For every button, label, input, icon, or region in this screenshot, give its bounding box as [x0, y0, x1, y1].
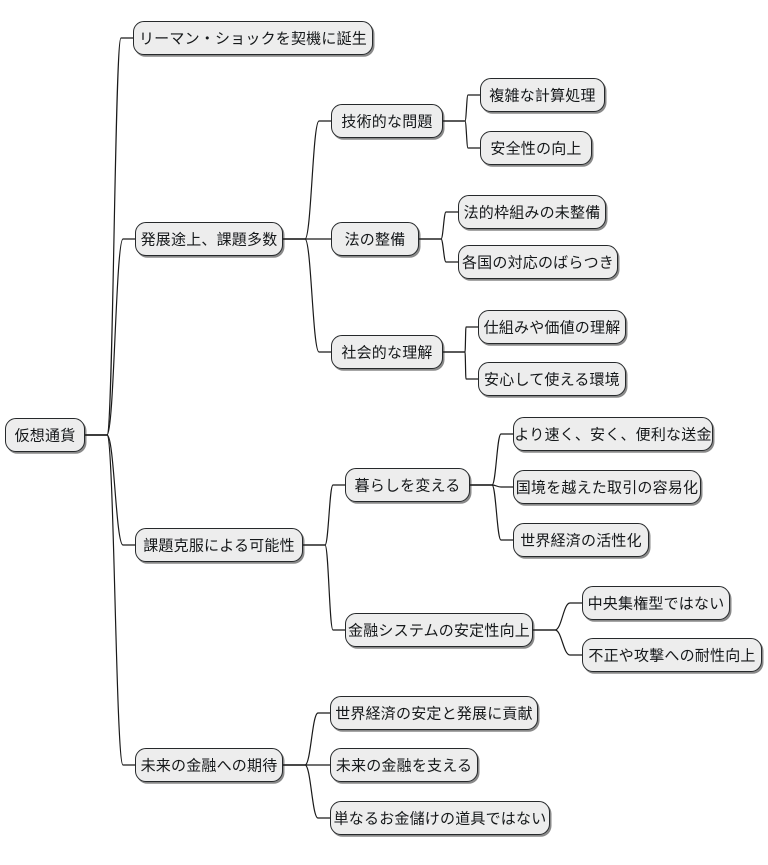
mindmap-node[interactable]: リーマン・ショックを契機に誕生 — [133, 21, 373, 55]
mindmap-node[interactable]: 安全性の向上 — [480, 131, 592, 165]
node-label: 法の整備 — [344, 230, 406, 248]
mindmap-node[interactable]: 世界経済の活性化 — [513, 523, 649, 557]
mindmap-node[interactable]: 法的枠組みの未整備 — [458, 195, 606, 229]
node-label: 法的枠組みの未整備 — [463, 203, 601, 221]
mindmap-edge — [443, 120, 480, 149]
mindmap-node[interactable]: 社会的な理解 — [331, 335, 443, 369]
mindmap-edge — [470, 484, 513, 541]
mindmap-edge — [283, 764, 330, 819]
mindmap-edge — [85, 37, 133, 436]
mindmap-node[interactable]: より速く、安く、便利な送金 — [513, 417, 713, 451]
node-label: 国境を越えた取引の容易化 — [515, 478, 699, 496]
node-label: 金融システムの安定性向上 — [348, 621, 530, 639]
mindmap-edge — [419, 238, 458, 263]
mindmap-node[interactable]: 課題克服による可能性 — [135, 528, 303, 562]
node-label: 社会的な理解 — [341, 343, 433, 361]
node-label: 未来の金融への期待 — [140, 756, 278, 774]
mindmap-node[interactable]: 発展途上、課題多数 — [135, 222, 283, 256]
mindmap-node[interactable]: 中央集権型ではない — [582, 586, 730, 620]
mindmap-edge — [283, 712, 330, 766]
node-label: 単なるお金儲けの道具ではない — [333, 809, 547, 827]
node-label: 安心して使える環境 — [484, 370, 620, 388]
node-label: 安全性の向上 — [490, 139, 582, 157]
mindmap-edge — [443, 351, 478, 380]
mindmap-edge — [283, 120, 331, 240]
mindmap-node[interactable]: 不正や攻撃への耐性向上 — [582, 638, 762, 672]
mindmap-edge — [533, 629, 582, 656]
mindmap-edge — [419, 211, 458, 240]
node-label: 不正や攻撃への耐性向上 — [588, 646, 756, 664]
mindmap-edge — [283, 238, 331, 353]
node-label: 技術的な問題 — [341, 112, 433, 130]
mindmap-node[interactable]: 各国の対応のばらつき — [458, 245, 618, 279]
node-label: 未来の金融を支える — [335, 756, 473, 774]
mindmap-node[interactable]: 国境を越えた取引の容易化 — [513, 470, 701, 504]
mindmap-node[interactable]: 複雑な計算処理 — [480, 78, 605, 112]
mindmap-node[interactable]: 単なるお金儲けの道具ではない — [330, 801, 550, 835]
mindmap-node[interactable]: 法の整備 — [331, 222, 419, 256]
node-label: 仕組みや価値の理解 — [483, 318, 621, 336]
mindmap-node[interactable]: 未来の金融を支える — [330, 748, 478, 782]
mindmap-edge — [85, 434, 135, 546]
node-label: 中央集権型ではない — [587, 594, 725, 612]
node-label: 世界経済の活性化 — [520, 531, 642, 549]
mindmap-edge — [533, 602, 582, 631]
mindmap-edge — [85, 238, 135, 436]
mindmap-edge — [470, 484, 513, 488]
mindmap-node[interactable]: 世界経済の安定と発展に貢献 — [330, 696, 538, 730]
mindmap-node[interactable]: 金融システムの安定性向上 — [345, 613, 533, 647]
node-label: より速く、安く、便利な送金 — [514, 425, 712, 443]
mindmap-node[interactable]: 安心して使える環境 — [478, 362, 626, 396]
mindmap-edge — [85, 434, 135, 766]
mindmap-node[interactable]: 未来の金融への期待 — [135, 748, 283, 782]
mindmap-node[interactable]: 技術的な問題 — [331, 104, 443, 138]
node-label: リーマン・ショックを契機に誕生 — [138, 29, 367, 47]
node-label: 発展途上、課題多数 — [140, 230, 278, 248]
mindmap-node[interactable]: 暮らしを変える — [345, 468, 470, 502]
node-label: 世界経済の安定と発展に貢献 — [335, 704, 533, 722]
mindmap-edge — [443, 326, 478, 353]
mindmap-edge — [443, 94, 480, 122]
node-label: 複雑な計算処理 — [489, 86, 596, 104]
node-label: 仮想通貨 — [14, 426, 76, 444]
root-node[interactable]: 仮想通貨 — [5, 418, 85, 452]
mindmap-edge — [470, 433, 513, 486]
mindmap-edge — [303, 484, 345, 546]
mindmap-edge — [303, 544, 345, 631]
node-label: 課題克服による可能性 — [143, 536, 295, 554]
mindmap-node[interactable]: 仕組みや価値の理解 — [478, 310, 626, 344]
node-label: 暮らしを変える — [354, 476, 461, 494]
node-label: 各国の対応のばらつき — [461, 253, 614, 271]
